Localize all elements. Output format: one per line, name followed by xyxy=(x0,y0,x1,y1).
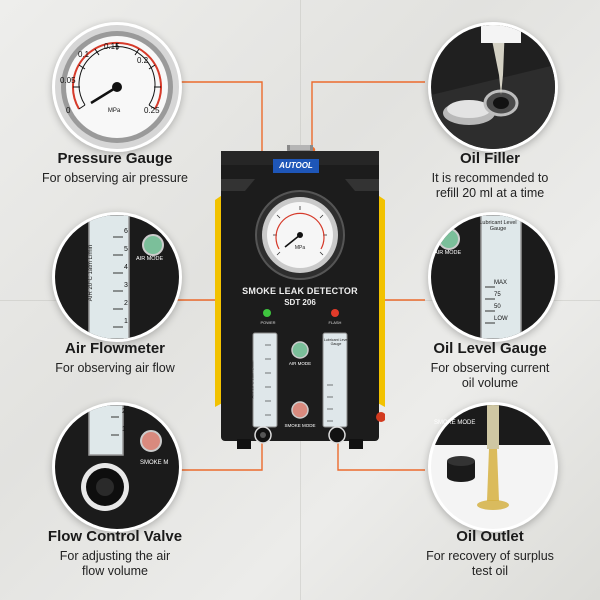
oil-gauge-label: Lubricant Level Gauge xyxy=(479,220,517,232)
oil-level-callout-text: Lubricant Level Gauge MAX 75 50 LOW AIR … xyxy=(428,212,552,336)
air-flowmeter-callout xyxy=(52,212,182,342)
gauge-tick: 0.25 xyxy=(144,106,160,115)
gauge-unit-label: MPa xyxy=(294,245,306,251)
flow-control-valve-label: Flow Control Valve For adjusting the air… xyxy=(15,528,215,579)
pressure-gauge-label: Pressure Gauge For observing air pressur… xyxy=(15,150,215,186)
oil-tick: 75 xyxy=(494,292,501,298)
oil-filler-title: Oil Filler xyxy=(459,150,520,167)
oil-level-gauge-desc: For observing current oil volume xyxy=(390,361,590,391)
flowmeter-tick: 5 xyxy=(124,246,128,253)
oil-filler-callout xyxy=(428,22,558,152)
oil-filler-desc-line: refill 20 ml at a time xyxy=(435,186,545,200)
smoke-leak-detector-device: AUTOOL SMOKE LEAK DETECTOR SDT 206 POWER… xyxy=(215,139,386,455)
oil-tick: 50 xyxy=(494,304,501,310)
oil-level-gauge-callout xyxy=(428,212,558,342)
oil-gauge-tube-label: Lubricant Level Gauge xyxy=(323,338,349,346)
gauge-tick: 0.2 xyxy=(137,56,149,65)
oil-level-desc-line: For observing current xyxy=(430,361,550,375)
flow-control-valve-title: Flow Control Valve xyxy=(47,528,183,545)
air-mode-button[interactable]: AIR MODE xyxy=(288,361,312,366)
smoke-mode-label: SMOKE MODE xyxy=(434,420,476,426)
device-title: SMOKE LEAK DETECTOR xyxy=(242,286,358,296)
oil-filler-desc: It is recommended to refill 20 ml at a t… xyxy=(390,171,590,201)
flowmeter-tick: 2 xyxy=(122,408,126,415)
flowmeter-tick: 6 xyxy=(124,228,128,235)
device-logo: AUTOOL xyxy=(279,161,313,170)
flow-valve-desc-line: For adjusting the air xyxy=(59,549,171,563)
gauge-tick: 0 xyxy=(66,106,71,115)
gauge-tick: 0.05 xyxy=(60,76,76,85)
oil-level-gauge-label: Oil Level Gauge For observing current oi… xyxy=(390,340,590,391)
oil-tick: MAX xyxy=(494,280,508,286)
oil-filler-label: Oil Filler It is recommended to refill 2… xyxy=(390,150,590,201)
oil-filler-connector xyxy=(311,81,425,150)
smoke-mode-button[interactable]: SMOKE MODE xyxy=(284,423,316,428)
flowmeter-tube-label: AIR 20°C 1atm L/min xyxy=(249,360,255,399)
pressure-gauge-callout xyxy=(52,22,182,152)
oil-outlet-desc-line: For recovery of surplus xyxy=(426,549,554,563)
flowmeter-tick: 1 xyxy=(124,318,128,325)
flowmeter-tick: 3 xyxy=(124,282,128,289)
air-flowmeter-title: Air Flowmeter xyxy=(64,340,166,357)
air-flowmeter-callout-text: 6 5 4 3 2 1 AIR MODE AIR 20°C 1atm L/min xyxy=(52,212,176,336)
pressure-gauge-title: Pressure Gauge xyxy=(57,150,173,167)
oil-outlet-desc-line: test oil xyxy=(471,564,509,578)
oil-outlet-label: Oil Outlet For recovery of surplus test … xyxy=(390,528,590,579)
air-flowmeter-desc: For observing air flow xyxy=(55,361,175,375)
pressure-gauge-desc: For observing air pressure xyxy=(42,171,188,185)
gauge-unit: MPa xyxy=(107,108,121,114)
pressure-gauge-ticks: 0 0.05 0.1 0.15 0.2 0.25 MPa xyxy=(52,22,176,146)
flowmeter-tick: 4 xyxy=(124,264,128,271)
flow-valve-desc-line: flow volume xyxy=(82,564,148,578)
oil-level-desc-line: oil volume xyxy=(461,376,519,390)
oil-outlet-desc: For recovery of surplus test oil xyxy=(390,549,590,579)
oil-tick: LOW xyxy=(494,316,508,322)
air-mode-label: AIR MODE xyxy=(136,256,164,262)
oil-outlet-callout-text: SMOKE MODE xyxy=(428,402,552,526)
air-flowmeter-label: Air Flowmeter For observing air flow xyxy=(15,340,215,376)
flowmeter-tick: 1 xyxy=(122,426,126,433)
power-indicator-label: POWER xyxy=(260,320,276,325)
flow-control-valve-desc: For adjusting the air flow volume xyxy=(15,549,215,579)
air-mode-label: AIR MODE xyxy=(434,250,462,256)
device-model: SDT 206 xyxy=(284,298,316,307)
flow-valve-callout-text: 2 1 SMOKE M xyxy=(52,402,176,526)
flowmeter-label: AIR 20°C 1atm L/min xyxy=(88,244,94,302)
oil-outlet-title: Oil Outlet xyxy=(456,528,524,545)
oil-filler-desc-line: It is recommended to xyxy=(431,171,549,185)
flowmeter-tick: 2 xyxy=(124,300,128,307)
oil-level-gauge-title: Oil Level Gauge xyxy=(433,340,547,357)
smoke-mode-label: SMOKE M xyxy=(140,460,169,466)
gauge-tick: 0.15 xyxy=(104,42,120,51)
flow-control-valve-callout xyxy=(52,402,182,532)
gauge-tick: 0.1 xyxy=(78,50,90,59)
flash-indicator-label: FLASH xyxy=(328,320,342,325)
